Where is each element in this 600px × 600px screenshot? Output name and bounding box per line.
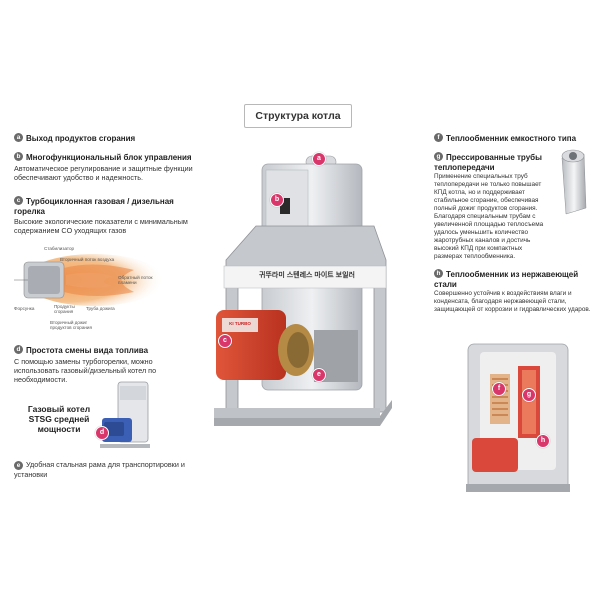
heat-transfer-tube-image [556,148,590,218]
main-boiler-drawing [214,155,392,426]
badge-d: d [14,345,23,355]
label-combustion-products: Продукты сгорания [54,304,75,314]
callout-e: e [312,368,326,382]
callout-b: b [270,193,284,207]
label-secondary-air: Вторичный поток воздуха [60,257,115,262]
callout-g: g [522,388,536,402]
badge-g: g [434,152,443,162]
section-g-text: Применение специальных труб теплопередач… [434,173,544,260]
section-c-text: Высокие экологические показатели с миним… [14,217,188,235]
badge-h: h [434,269,443,279]
stsg-boiler-image: d [95,380,154,452]
section-b-text: Автоматическое регулирование и защитные … [14,163,193,182]
callout-f: f [492,382,506,396]
page-title: Структура котла [244,104,352,128]
burner-brand-text: KI TURBO [229,321,251,326]
label-secondary-burn: Вторичный дожиг продуктов сгорания [50,320,92,330]
badge-b: b [14,152,23,162]
label-reverse-flame: Обратный поток пламени [118,275,153,285]
label-nozzle: Форсунка [14,306,35,311]
cutaway-boiler-image: f g h [458,338,578,498]
badge-e: e [14,460,23,470]
callout-a: a [312,152,326,166]
callout-h: h [536,434,550,448]
cutaway-boiler-drawing [466,343,570,492]
heat-transfer-tube-drawing [561,149,587,215]
stsg-boiler-drawing [100,381,150,448]
main-boiler-image: 귀뚜라미 스텐레스 마이트 보일러 KI TURBO a b c e [196,150,396,450]
label-stabilizer: Стабилизатор [44,246,75,251]
burner-cutaway-drawing [14,254,164,306]
callout-d: d [95,426,109,440]
badge-f: f [434,133,443,143]
badge-a: a [14,133,23,143]
section-d-text: С помощью замены турбогорелки, можно исп… [14,356,157,384]
section-h-text: Совершенно устойчив к воздействиям влаги… [434,290,591,313]
callout-c: c [218,334,232,348]
burner-cutaway-diagram: Стабилизатор Вторичный поток воздуха Обр… [14,240,174,340]
boiler-banner-text: 귀뚜라미 스텐레스 마이트 보일러 [259,272,355,279]
badge-c: c [14,196,23,206]
stsg-label: Газовый котел STSG средней мощности [27,404,91,434]
label-flame-tube: Труба дожига [86,306,115,311]
